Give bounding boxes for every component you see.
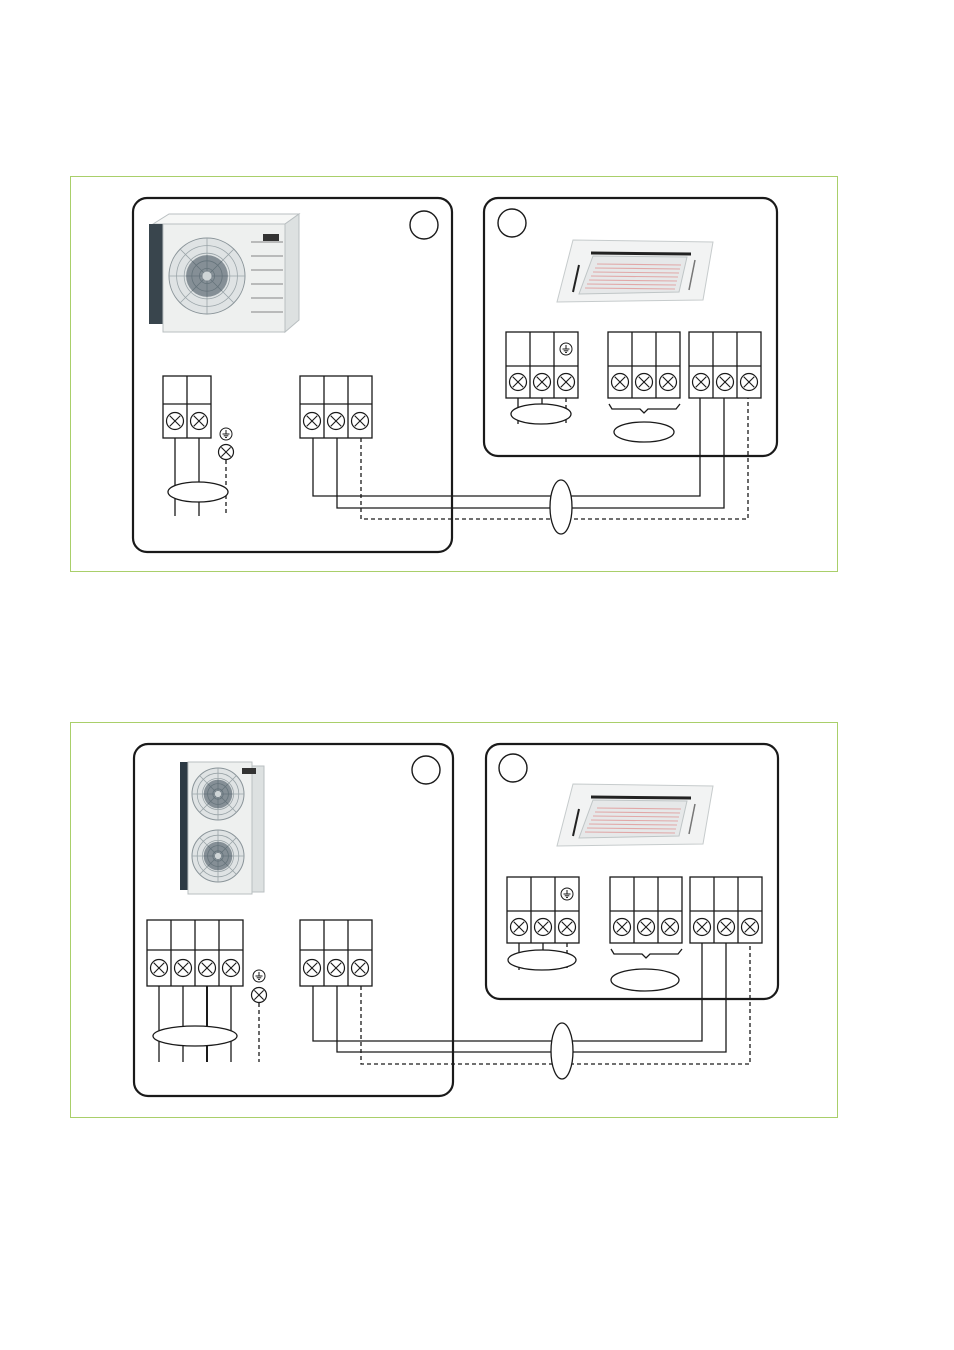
terminal-screw: [302, 958, 322, 978]
outdoor-marker-circle: [411, 755, 441, 785]
terminal-screw: [636, 917, 656, 937]
twin-fan-outdoor-unit: [180, 761, 265, 895]
wire-1: [312, 943, 703, 1042]
indoor-power-terminal-block: [505, 331, 579, 399]
indoor-marker-circle: [498, 753, 528, 783]
outdoor-connection-terminal-block: [299, 375, 373, 439]
terminal-screw: [715, 372, 735, 392]
terminal-screw: [612, 917, 632, 937]
terminal-screw: [533, 917, 553, 937]
terminal-screw: [532, 372, 552, 392]
wire-2: [336, 398, 725, 509]
terminal-screw: [557, 917, 577, 937]
outdoor-marker-circle: [409, 210, 439, 240]
indoor-unit-box: [484, 742, 780, 1001]
interconnection-cable: [312, 398, 749, 535]
earth-icon: [559, 342, 573, 356]
terminal-screw: [173, 958, 193, 978]
outdoor-connection-terminal-block: [299, 919, 373, 987]
cable-label-ellipse: [610, 968, 680, 992]
outdoor-power-terminal-block: [146, 919, 244, 987]
fan-grille-icon: [191, 829, 245, 883]
fan-grille-icon: [191, 767, 245, 821]
terminal-screw: [658, 372, 678, 392]
outdoor-unit-box: [131, 196, 454, 554]
terminal-screw: [509, 917, 529, 937]
wire-earth: [360, 943, 751, 1065]
terminal-screw: [250, 986, 268, 1004]
brand-logo: [263, 234, 279, 241]
outdoor-unit-box: [132, 742, 455, 1098]
cable-bundle-ellipse: [549, 479, 573, 535]
terminal-screw: [508, 372, 528, 392]
indoor-remote-terminal-block: [607, 331, 681, 399]
cable-label-ellipse: [152, 1025, 238, 1047]
indoor-unit-box: [482, 196, 779, 458]
diagram-panel-1: [70, 176, 838, 572]
cable-label-ellipse: [613, 421, 675, 443]
outdoor-power-terminal-block: [162, 375, 212, 439]
wire-1: [312, 398, 701, 497]
terminal-screw: [302, 411, 322, 431]
interconnection-cable: [312, 943, 751, 1080]
wiring-diagram-2: [132, 742, 780, 1098]
terminal-screw: [610, 372, 630, 392]
terminal-screw: [740, 917, 760, 937]
indoor-power-terminal-block: [506, 876, 580, 944]
fan-grille-icon: [168, 237, 246, 315]
terminal-screw: [556, 372, 576, 392]
indoor-connection-terminal-block: [688, 331, 762, 399]
indoor-power-cable: [507, 943, 577, 971]
power-supply-cable: [167, 427, 235, 516]
indoor-remote-terminal-block: [609, 876, 683, 944]
diagram-panel-2: [70, 722, 838, 1118]
remote-bracket: [608, 403, 681, 443]
single-fan-outdoor-unit: [149, 213, 301, 334]
earth-icon: [219, 427, 233, 441]
wiring-diagram-1: [131, 196, 779, 554]
terminal-screw: [217, 443, 235, 461]
terminal-screw: [149, 958, 169, 978]
terminal-screw: [350, 958, 370, 978]
terminal-screw: [165, 411, 185, 431]
ceiling-cassette-unit: [556, 783, 714, 847]
cable-label-ellipse: [167, 481, 229, 503]
wire-2: [336, 943, 727, 1053]
indoor-marker-circle: [497, 208, 527, 238]
ceiling-cassette-unit: [556, 239, 714, 303]
terminal-screw: [660, 917, 680, 937]
terminal-screw: [221, 958, 241, 978]
remote-bracket: [610, 948, 683, 992]
terminal-screw: [326, 958, 346, 978]
terminal-screw: [691, 372, 711, 392]
brand-logo: [242, 768, 256, 774]
terminal-screw: [634, 372, 654, 392]
earth-icon: [560, 887, 574, 901]
terminal-screw: [197, 958, 217, 978]
earth-icon: [252, 969, 266, 983]
terminal-screw: [326, 411, 346, 431]
cable-label-ellipse: [507, 949, 577, 971]
terminal-screw: [189, 411, 209, 431]
power-supply-cable: [152, 969, 268, 1062]
cable-label-ellipse: [510, 403, 572, 425]
terminal-screw: [350, 411, 370, 431]
indoor-connection-terminal-block: [689, 876, 763, 944]
terminal-screw: [739, 372, 759, 392]
terminal-screw: [692, 917, 712, 937]
terminal-screw: [716, 917, 736, 937]
cable-bundle-ellipse: [550, 1022, 574, 1080]
indoor-power-cable: [510, 398, 572, 425]
